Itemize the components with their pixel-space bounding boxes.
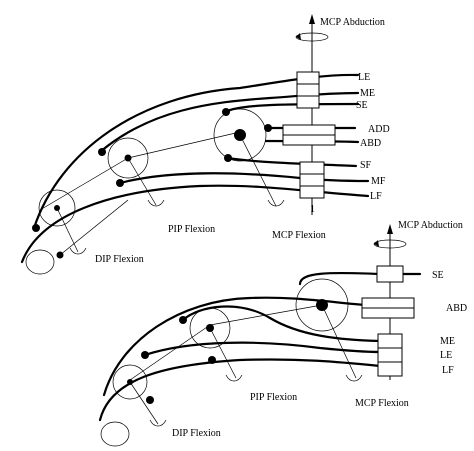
bottom-dot-lf [146,396,154,404]
top-link-middle [127,131,241,159]
top-label-mcp: MCP Flexion [272,230,326,241]
top-tendon-mf [118,172,370,185]
bottom-label-se: SE [432,270,444,281]
bottom-dip-rotation [149,419,167,427]
top-mcp-joint [213,108,267,162]
top-mcp-rotation [267,199,285,207]
top-fingertip [25,249,55,275]
top-dot-lower [56,251,64,259]
top-finger-diagram: MCP Abduction [20,14,390,275]
bottom-link-distal [129,324,211,381]
top-dip-joint [38,189,76,227]
top-tendon-me [98,91,360,154]
bottom-label-dip: DIP Flexion [172,428,221,439]
top-label-se: SE [356,100,368,111]
bottom-label-mcp: MCP Flexion [355,398,409,409]
top-pip-joint [107,137,149,179]
bottom-label-pip: PIP Flexion [250,392,297,403]
bottom-se-box [376,265,404,283]
top-axis-arrowhead [309,14,315,24]
bottom-flexor-box [377,333,403,377]
bottom-tendon-me [181,305,382,343]
top-label-dip: DIP Flexion [95,254,144,265]
top-label-mf: MF [371,176,386,187]
top-label-sf: SF [360,160,372,171]
top-dot-se [222,108,230,116]
bottom-label-le: LE [440,350,452,361]
bottom-dip-joint [112,364,148,400]
top-label-le: LE [358,72,370,83]
bottom-finger-diagram: MCP Abduction [98,220,467,447]
top-flexor-box [299,161,325,199]
bottom-tendon-lf [98,358,382,422]
top-label-add: ADD [368,124,390,135]
bottom-mcp-joint [295,278,349,332]
top-rotation-arrowhead [296,33,301,40]
top-pip-pivot [124,154,132,162]
bottom-dot-mid [208,356,216,364]
top-extensor-box [296,71,320,109]
top-dip-rotation [69,247,87,255]
top-label-lf: LF [370,191,382,202]
bottom-label-me: ME [440,336,455,347]
bottom-dot-le [141,351,149,359]
top-label-abd: ABD [360,138,381,149]
bottom-label-abd: ABD [446,303,467,314]
bottom-dot-me [179,316,187,324]
top-link-lower [59,199,129,256]
bottom-tendon-abd [102,296,382,397]
top-dot-lf-tip [32,224,40,232]
top-tendon-sf [226,156,358,168]
bottom-label-lf: LF [442,365,454,376]
top-tendon-se [223,102,360,114]
top-dot-me [98,148,106,156]
top-label-me: ME [360,88,375,99]
top-axis-tick: 1 [310,204,315,215]
bottom-axis-arrowhead [387,224,393,234]
bottom-tendon-le [143,341,382,357]
bottom-pip-rotation [225,374,243,382]
top-axis-label: MCP Abduction [320,17,385,28]
top-link-distal [39,157,129,211]
top-dot-sf [224,154,232,162]
bottom-fingertip [100,421,130,447]
top-dot-mf [116,179,124,187]
bottom-mcp-rotation [345,374,363,382]
top-label-pip: PIP Flexion [168,224,215,235]
bottom-rotation-arrowhead [374,240,379,247]
top-dot-add [264,124,272,132]
top-pip-rotation [147,199,165,207]
bottom-axis-label: MCP Abduction [398,220,463,231]
